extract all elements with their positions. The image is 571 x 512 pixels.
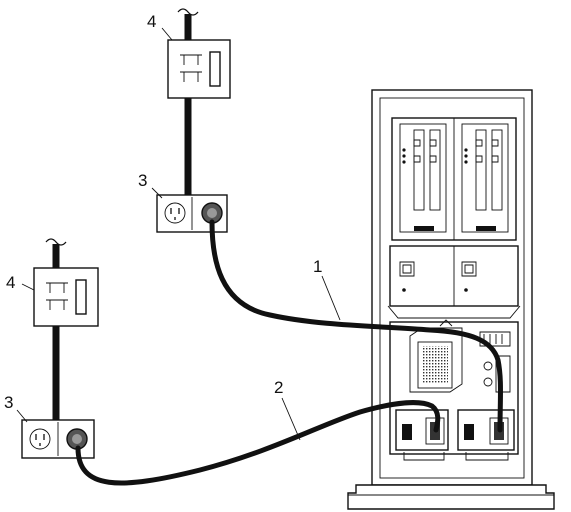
callout-leader-4-upper	[161, 27, 173, 41]
callout-leader-3-lower	[16, 409, 28, 423]
callout-4-upper: 4	[147, 12, 156, 31]
power-cable-2	[75, 400, 441, 486]
callout-leader-3-upper	[151, 187, 163, 199]
lower-power-chain: 3 4	[4, 238, 99, 459]
power-cable-1	[209, 219, 503, 433]
ac-source-tilde-icon-lower	[45, 238, 67, 246]
server-rack-icon	[347, 89, 555, 510]
callout-leader-1	[321, 275, 341, 321]
io-drawer-top	[391, 117, 517, 241]
ac-outlet-icon-upper	[156, 194, 228, 233]
callout-1: 1	[313, 257, 322, 276]
ac-source-tilde-icon-upper	[177, 8, 199, 16]
circuit-breaker-icon-upper	[167, 39, 231, 99]
ac-outlet-icon-lower	[21, 419, 95, 459]
callout-4-lower: 4	[6, 273, 15, 292]
callout-leader-2	[281, 397, 301, 441]
io-drawer-middle	[387, 245, 521, 319]
callout-3-upper: 3	[138, 171, 147, 190]
circuit-breaker-icon-lower	[33, 267, 99, 327]
upper-power-chain: 3 4	[138, 8, 231, 233]
callout-3-lower: 3	[4, 393, 13, 412]
callout-leader-4-lower	[21, 283, 35, 291]
callout-2: 2	[274, 378, 283, 397]
